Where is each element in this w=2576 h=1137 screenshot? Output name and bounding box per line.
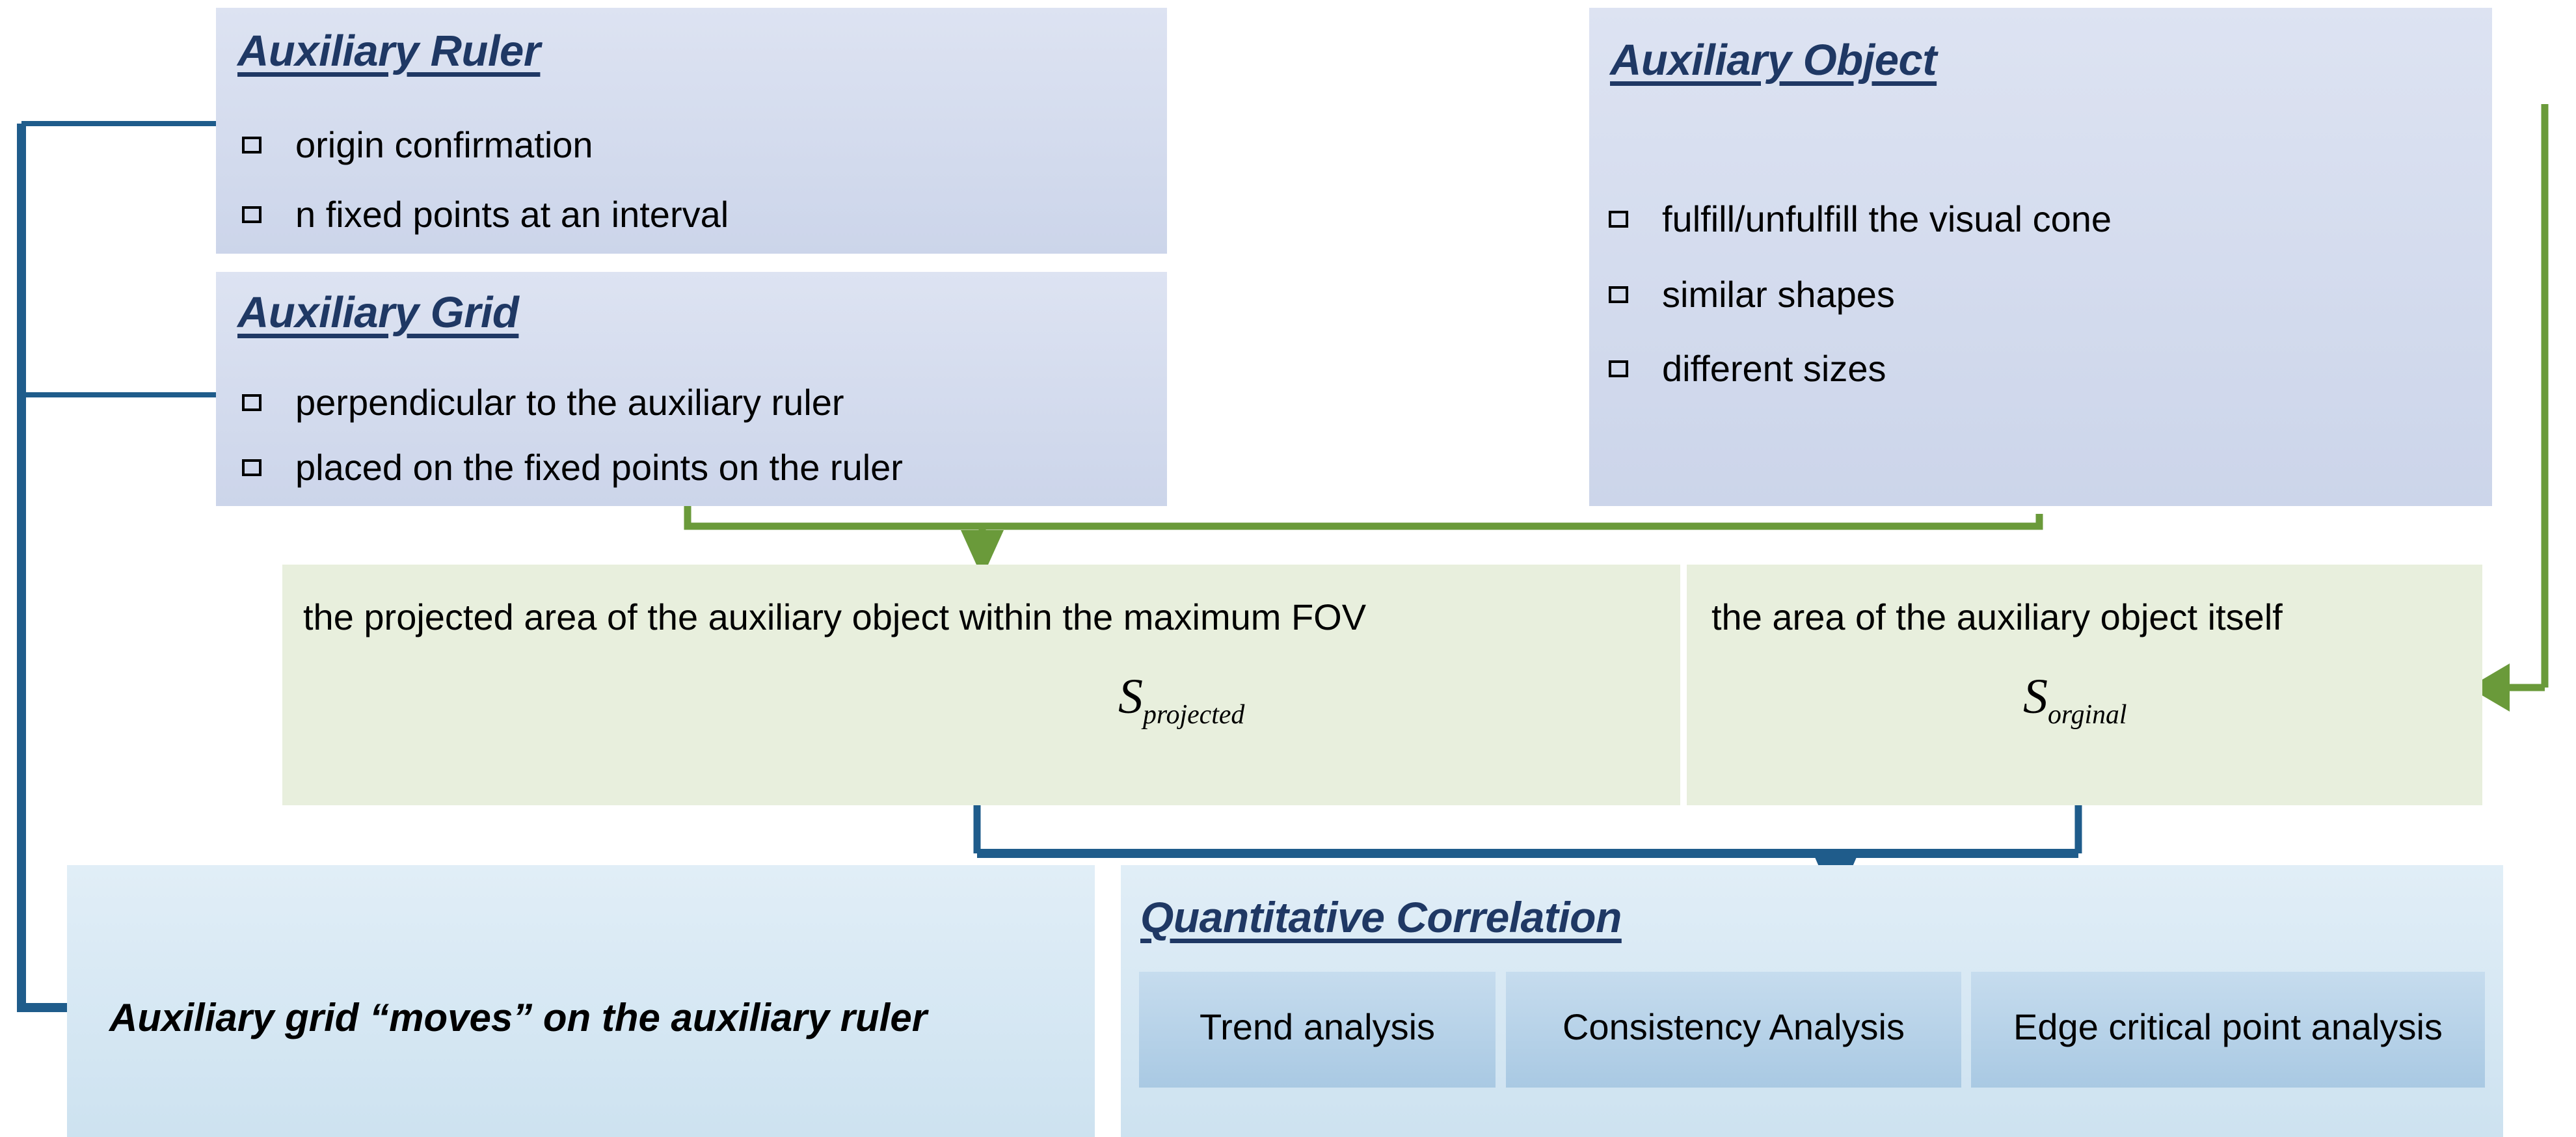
auxiliary-object-title: Auxiliary Object <box>1610 36 1937 85</box>
empty-square-checkbox-icon <box>1609 360 1628 377</box>
connector-grid-to-projected <box>684 506 2043 530</box>
symbol-base: S <box>2023 669 2048 724</box>
projected-area-symbol: Sprojected <box>1118 669 1244 730</box>
quantitative-correlation-title: Quantitative Correlation <box>1140 893 1622 941</box>
moves-banner-text: Auxiliary grid “moves” on the auxiliary … <box>109 996 928 1039</box>
bullet-label: perpendicular to the auxiliary ruler <box>295 382 844 423</box>
auxiliary-ruler-bullet-1: n fixed points at an interval <box>242 193 729 235</box>
projected-area-text: the projected area of the auxiliary obje… <box>303 596 1367 637</box>
empty-square-checkbox-icon <box>1609 286 1628 303</box>
analysis-chip-trend[interactable]: Trend analysis <box>1139 972 1496 1088</box>
moves-banner-card: Auxiliary grid “moves” on the auxiliary … <box>67 865 1095 1137</box>
analysis-chip-edge-critical[interactable]: Edge critical point analysis <box>1971 972 2485 1088</box>
symbol-base: S <box>1118 669 1143 724</box>
auxiliary-grid-bullet-1: placed on the fixed points on the ruler <box>242 446 903 488</box>
bullet-label: fulfill/unfulfill the visual cone <box>1662 198 2112 239</box>
analysis-chip-label: Trend analysis <box>1199 1006 1436 1047</box>
empty-square-checkbox-icon <box>242 206 262 223</box>
analysis-chip-consistency[interactable]: Consistency Analysis <box>1506 972 1961 1088</box>
empty-square-checkbox-icon <box>242 459 262 476</box>
empty-square-checkbox-icon <box>242 394 262 411</box>
analysis-chip-label: Consistency Analysis <box>1562 1006 1905 1047</box>
projected-area-card: the projected area of the auxiliary obje… <box>282 565 1680 805</box>
empty-square-checkbox-icon <box>1609 210 1628 228</box>
original-area-symbol: Sorginal <box>2023 669 2127 730</box>
auxiliary-ruler-title: Auxiliary Ruler <box>237 27 541 75</box>
bullet-label: different sizes <box>1662 348 1886 389</box>
symbol-subscript: projected <box>1143 700 1245 730</box>
auxiliary-object-bullet-1: similar shapes <box>1609 273 1895 315</box>
auxiliary-ruler-bullet-0: origin confirmation <box>242 124 593 166</box>
auxiliary-grid-bullet-0: perpendicular to the auxiliary ruler <box>242 381 844 423</box>
symbol-subscript: orginal <box>2048 700 2127 730</box>
empty-square-checkbox-icon <box>242 136 262 154</box>
quantitative-correlation-card: Quantitative Correlation Trend analysis … <box>1121 865 2503 1137</box>
bullet-label: similar shapes <box>1662 274 1895 315</box>
original-area-card: the area of the auxiliary object itself … <box>1687 565 2482 805</box>
analysis-chip-label: Edge critical point analysis <box>2013 1006 2443 1047</box>
auxiliary-grid-title: Auxiliary Grid <box>237 288 519 337</box>
auxiliary-object-card: Auxiliary Object fulfill/unfulfill the v… <box>1589 8 2492 506</box>
bullet-label: placed on the fixed points on the ruler <box>295 447 903 488</box>
auxiliary-grid-card: Auxiliary Grid perpendicular to the auxi… <box>216 272 1167 506</box>
auxiliary-ruler-card: Auxiliary Ruler origin confirmation n fi… <box>216 8 1167 254</box>
auxiliary-object-bullet-0: fulfill/unfulfill the visual cone <box>1609 198 2112 240</box>
bullet-label: n fixed points at an interval <box>295 194 729 235</box>
auxiliary-object-bullet-2: different sizes <box>1609 347 1886 390</box>
bullet-label: origin confirmation <box>295 124 593 165</box>
original-area-text: the area of the auxiliary object itself <box>1711 596 2283 637</box>
